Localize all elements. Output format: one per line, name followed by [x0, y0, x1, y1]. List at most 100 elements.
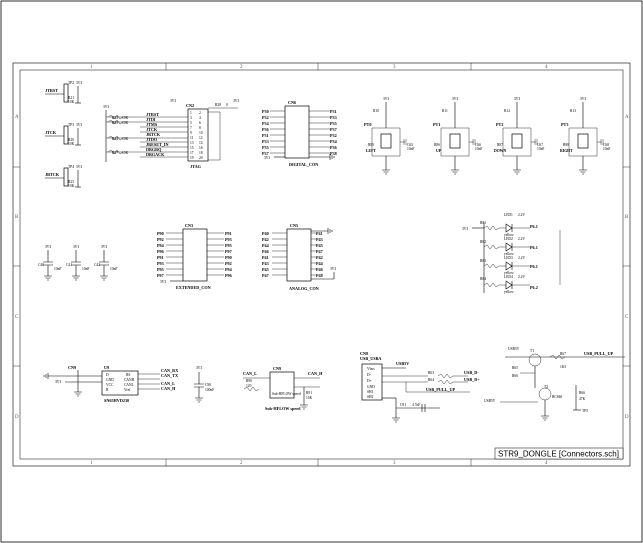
usb-vbus-net: USB5V	[396, 361, 409, 366]
cn5-net-l6: P45	[262, 267, 269, 272]
btn-left-pull: R10	[373, 109, 379, 113]
usb-pin-gnd: GND	[367, 385, 375, 389]
cn5-body	[286, 228, 312, 282]
grid-columns-top: 1 2 3 4	[90, 63, 548, 70]
usb-tp5: TP5	[582, 409, 588, 413]
c91-val: 4.7nF	[412, 403, 420, 407]
can-cap-vdd: 3V3	[196, 366, 202, 370]
button-right: 3V3 R13 PT3 R88 C68 10nF RIGHT	[560, 97, 610, 175]
cn6-body	[284, 105, 310, 159]
grid-rows-right: A B C D	[623, 115, 630, 420]
btn-down-vdd: 3V3	[514, 97, 520, 101]
button-up: 3V3 R11 PT1 R86 C66 10nF UP	[433, 97, 482, 175]
cn6-right-nets: P31 P33 P35 P37 P32 P34 P36 P38	[330, 109, 338, 156]
cn5-ref: CN5	[290, 223, 298, 228]
cn3-net-r7: P96	[225, 273, 232, 278]
col-label-3b: 3	[393, 461, 396, 466]
jtag-vdd-top: 3V3	[170, 99, 176, 103]
can-connector: CAN_L R90 120 CN9 Sub-HFLOW speed CAN_H …	[243, 366, 323, 411]
led2-res: R82	[480, 240, 486, 244]
led4-v: 2.2V	[518, 275, 525, 279]
cn9-body	[269, 371, 295, 399]
r90-val: 120	[246, 384, 252, 388]
r66-ref: R66	[512, 374, 518, 378]
cn6-net-l7: P37	[262, 151, 269, 156]
u9-pin-d: D	[106, 373, 109, 377]
decoupling-caps: 3V3 C40 10nF 3V3 C41 10nF 3V3 C42 10nF	[38, 245, 117, 281]
cn3-net-r3: P97	[225, 249, 232, 254]
digital-connector: CN6 P30 P32 P34 P36 P31 P33 P35 P37 P31 …	[262, 100, 338, 167]
cn5-net-r5: P44	[316, 261, 324, 266]
cn3-net-r4: P90	[225, 255, 232, 260]
btn-down-capval: 10nF	[537, 147, 544, 151]
jtag-connector: 3V3 R22 R23 R24 R27 10K 10K 10K 10K JTRS…	[103, 99, 239, 169]
r28-val: 0	[226, 103, 228, 107]
led-row-4: R84 LED4 2.2V yellow P6.2	[480, 275, 538, 294]
c90-val: 100nF	[205, 388, 214, 392]
row-label-c-r: C	[625, 315, 629, 320]
r21-val: 10K	[68, 100, 75, 104]
btn-left-vdd: 3V3	[383, 97, 389, 101]
btn-left-res: R85	[368, 143, 374, 147]
u9-pin-rs: RS	[126, 373, 130, 377]
btn-right-ref: PT3	[561, 122, 568, 127]
r21-label: R21	[68, 96, 74, 100]
cn3-net-l3: P96	[157, 249, 164, 254]
col-label-1b: 1	[90, 461, 93, 466]
col-label-2b: 2	[240, 461, 243, 466]
u9-ref: U9	[104, 365, 109, 370]
row-label-d: D	[15, 415, 19, 420]
led4-ip: P6.2	[530, 285, 538, 290]
usb-conn-ref: CN8	[360, 351, 368, 356]
cap-c40: 3V3 C40 10nF	[38, 245, 61, 281]
btn-up-ref: PT1	[433, 122, 440, 127]
jtag-vdd-right: 3V3	[233, 99, 239, 103]
cn9-name: Sub-HFLOW speed	[265, 406, 301, 411]
sheet-title: STR9_DONGLE [Connectors.sch]	[498, 450, 619, 459]
grid-rows-left: A B C D	[13, 115, 20, 420]
r67-ref: R67	[560, 352, 566, 356]
cap-c42: 3V3 C42 10nF	[94, 245, 117, 281]
can-net-h: CAN_H	[161, 386, 176, 391]
usb-net-dp: USB_D+	[464, 377, 480, 382]
cn2-pin-1: 1	[190, 111, 192, 115]
usb-pin-dm: D-	[367, 373, 372, 377]
cn2-body	[187, 108, 209, 162]
cn5-net-l1: P42	[262, 237, 269, 242]
push-buttons: 3V3 R10 PT0 R85 C65 10nF LEFT 3V3 R11 PT…	[364, 97, 610, 175]
cn2-pin-18: 18	[199, 151, 203, 155]
led4-res: R84	[480, 277, 486, 281]
button-down: 3V3 R12 PT2 R87 C67 10nF DOWN	[494, 97, 544, 175]
cn5-net-l0: P40	[262, 231, 269, 236]
extended-connector: CN3 P90 P92 P94 P96 P91 P93 P95 P97 P91 …	[157, 223, 233, 290]
btn-right-pull: R13	[570, 109, 576, 113]
cn5-vdd: 3V3	[330, 267, 336, 271]
row-label-d-r: D	[625, 415, 629, 420]
cn2-pin-6: 6	[199, 121, 201, 125]
cn2-pin-7: 7	[190, 126, 192, 130]
row-label-a: A	[15, 115, 19, 120]
jtag-r22: R22	[112, 116, 118, 120]
led-row-3: R83 LED3 2.2V yellow P6.1	[480, 256, 538, 275]
grid-columns-bottom: 1 2 3 4	[90, 459, 548, 466]
btn-up-res: R86	[434, 143, 440, 147]
frame-outer	[12, 62, 631, 467]
btn-up-cap: C66	[475, 143, 481, 147]
c40-vdd: 3V3	[45, 245, 51, 249]
cn5-net-r3: P47	[316, 249, 323, 254]
cn6-vdd: 3V3	[264, 156, 270, 160]
col-label-1: 1	[90, 65, 93, 70]
q1-ref: T1	[530, 349, 534, 353]
cn2-pin-12: 12	[199, 136, 203, 140]
cn2-pin-8: 8	[199, 126, 201, 130]
r66-ref-right: R66	[579, 391, 585, 395]
cn6-net-r3: P37	[330, 127, 337, 132]
usb-pullup-circuit: T1 USB5V R67 1K5 USB_PULL_UP R65 R66 T2 …	[484, 347, 625, 421]
jtag-r23: R23	[112, 121, 118, 125]
q1-vbus: USB5V	[508, 347, 520, 351]
btn-up-label: UP	[436, 149, 442, 153]
c40-val: 10nF	[54, 267, 61, 271]
cn6-net-l6: P35	[262, 145, 269, 150]
usb-r64: R64	[428, 378, 434, 382]
usb-net-out: USB_PULL_UP	[584, 351, 614, 356]
